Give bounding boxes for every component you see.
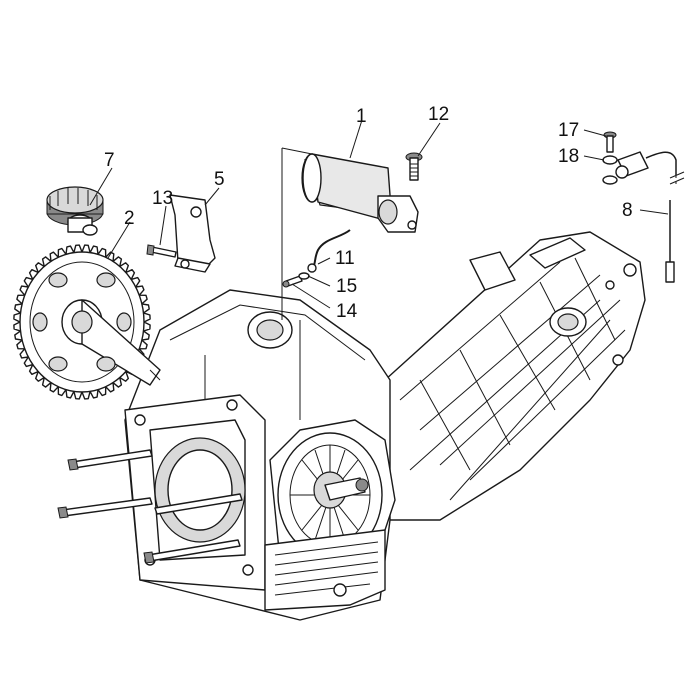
washer-part-18 — [602, 155, 618, 185]
bracket-part-5 — [169, 194, 216, 273]
callout-12: 12 — [428, 104, 449, 125]
callout-labels: 1 2 5 7 8 11 12 13 14 15 17 18 — [104, 104, 633, 322]
callout-8: 8 — [622, 200, 633, 221]
callout-18: 18 — [558, 146, 579, 167]
screw-part-14 — [282, 275, 303, 288]
callout-7: 7 — [104, 150, 115, 171]
callout-1: 1 — [356, 106, 367, 127]
callout-17: 17 — [558, 120, 579, 141]
screw-part-17 — [603, 131, 617, 153]
callout-2: 2 — [124, 208, 135, 229]
screw-part-13 — [146, 244, 177, 258]
leader-lines — [89, 119, 669, 381]
callout-11: 11 — [335, 248, 355, 269]
crankcase — [57, 231, 646, 621]
bolt-part-12 — [405, 152, 423, 181]
callout-14: 14 — [336, 301, 358, 322]
callout-13: 13 — [152, 188, 173, 209]
callout-5: 5 — [214, 169, 225, 190]
starter-motor-part-1 — [301, 153, 419, 233]
cable-part-11 — [307, 229, 351, 273]
starter-gear-part-7 — [46, 186, 104, 236]
sensor-cable-part-8 — [615, 151, 685, 283]
washer-part-15 — [298, 272, 310, 280]
sprocket-gear-part-2 — [13, 244, 161, 400]
callout-15: 15 — [336, 276, 357, 297]
